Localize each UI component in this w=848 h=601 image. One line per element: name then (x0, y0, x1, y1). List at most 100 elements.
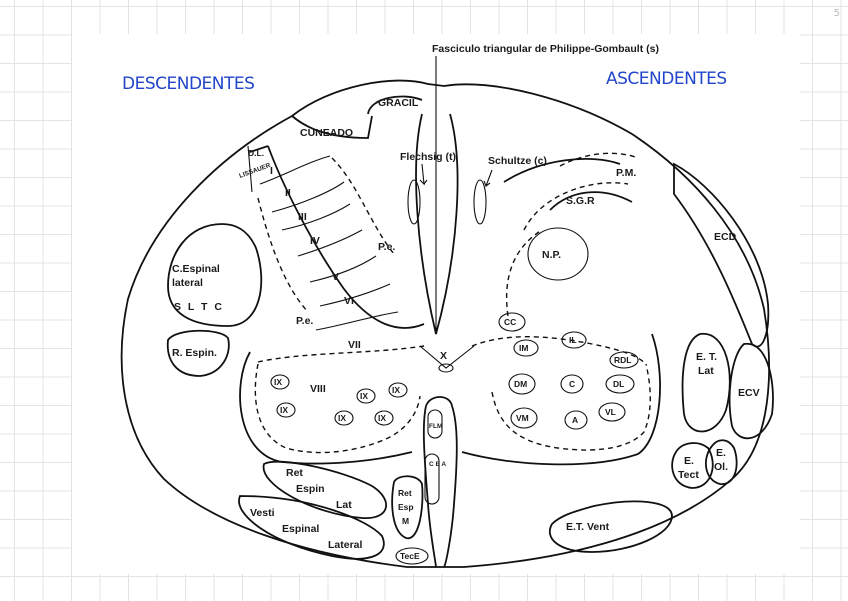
lamina-ii-label: II (285, 187, 291, 199)
et-lat-label-2: Lat (698, 365, 714, 377)
ret-esp-m-label-2: Esp (398, 502, 414, 512)
ix-nucleus-5 (334, 410, 354, 426)
flm-label: FLM (429, 423, 442, 430)
left-ventral-grey (239, 351, 413, 465)
vm-nucleus (510, 407, 538, 429)
c-label: C (569, 379, 575, 389)
cc-label: CC (504, 317, 516, 327)
ix-label-5: IX (338, 413, 346, 423)
lamina-iv-line (297, 229, 363, 257)
ventral-fissure-right (443, 405, 458, 568)
ascendentes-annotation: ASCENDENTES (606, 69, 727, 89)
vesti-label-3: Lateral (328, 539, 363, 551)
lissauer-label: LISSAUER (238, 162, 272, 180)
il-label: IL (569, 335, 577, 345)
right-dorsal-horn (503, 157, 621, 183)
pe-label-left: P.e. (296, 315, 313, 327)
ix-nucleus-3 (356, 388, 376, 404)
vl-label: VL (605, 407, 616, 417)
right-np-outer (505, 229, 543, 317)
ret-esp-m-label-1: Ret (398, 488, 412, 498)
ix-nucleus-2 (276, 402, 296, 418)
left-dorsal-horn (267, 145, 425, 329)
sgr-outer-boundary (523, 182, 629, 231)
ret-espin-lat-label-2: Espin (296, 483, 325, 495)
descendentes-annotation: DESCENDENTES (122, 74, 254, 94)
a-nucleus (564, 410, 588, 430)
e-tect-label-1: E. (684, 455, 694, 467)
sgr-label: S.G.R (566, 195, 595, 207)
a-label: A (572, 415, 578, 425)
posterior-median-septum (415, 113, 459, 335)
im-label: IM (519, 343, 528, 353)
pe-label-right: P.e. (378, 241, 395, 253)
et-vent-label: E.T. Vent (566, 521, 610, 533)
tece-tract (395, 547, 429, 565)
np-label: N.P. (542, 249, 561, 261)
gracil-label: GRACIL (378, 97, 419, 109)
lissauer-boundary (247, 145, 253, 193)
lamina-v-label: V (332, 271, 339, 283)
ret-espin-lat-label-3: Lat (336, 499, 352, 511)
lamina-vii-label: VII (348, 339, 361, 351)
left-lateral-pe-boundary (257, 197, 309, 313)
schultze-label: Schultze (c) (488, 155, 547, 167)
im-nucleus (513, 339, 539, 357)
diagram-title: Fasciculo triangular de Philippe-Gombaul… (432, 43, 659, 55)
r-espin-tract (166, 329, 230, 377)
lamina-vi-label: VI (344, 295, 354, 307)
spinal-cord-diagram: DESCENDENTES ASCENDENTES Fasciculo trian… (72, 34, 800, 574)
et-lat-tract (681, 333, 731, 433)
ix-label-6: IX (378, 413, 386, 423)
dm-nucleus (508, 373, 536, 395)
vesti-espinal-lateral-tract (238, 495, 385, 560)
tece-label: TecE (400, 551, 420, 561)
lamina-x-label: X (440, 350, 447, 362)
r-espin-label: R. Espin. (172, 347, 217, 359)
dl-label: D.L. (248, 148, 264, 158)
vesti-label-1: Vesti (250, 507, 275, 519)
ix-label-2: IX (280, 405, 288, 415)
vesti-label-2: Espinal (282, 523, 319, 535)
c-espinal-label-1: C.Espinal (172, 263, 220, 275)
ret-espin-lat-label-1: Ret (286, 467, 303, 479)
lamina-ii-line (271, 181, 345, 213)
ret-esp-m-label-3: M (402, 516, 409, 526)
cuneado-boundary (291, 115, 373, 139)
pm-boundary (559, 152, 639, 167)
e-tect-label-2: Tect (678, 469, 699, 481)
dl-nucleus-label: DL (613, 379, 624, 389)
dm-label: DM (514, 379, 527, 389)
schultze-arrow (483, 169, 493, 188)
lamina-i-line (259, 155, 331, 185)
lamina-iii-label: III (298, 211, 307, 223)
ix-nucleus-4 (388, 382, 408, 398)
pm-label: P.M. (616, 167, 636, 179)
e-ol-tract (705, 439, 738, 485)
ret-espin-lat-tract (262, 460, 387, 519)
lamina-x-lines (419, 345, 475, 369)
lamina-vi-line (319, 283, 391, 307)
et-lat-label-1: E. T. (696, 351, 717, 363)
lamina-v-line (309, 255, 377, 283)
cc-nucleus (498, 312, 526, 332)
e-ol-label-1: E. (716, 447, 726, 459)
rdl-nucleus (609, 351, 639, 369)
ventral-median-fissure (422, 405, 437, 568)
lamina-vii-line (315, 311, 399, 331)
schultze-bundle (473, 179, 487, 225)
ecd-label: ECD (714, 231, 737, 243)
ret-esp-m-tract (391, 475, 424, 539)
cord-outline (120, 79, 770, 568)
ix-label-4: IX (392, 385, 400, 395)
gracil-boundary (367, 95, 423, 115)
lamina-i-label: I (270, 165, 273, 177)
fissure-top (425, 396, 453, 407)
et-vent-tract (549, 500, 673, 553)
ix-nucleus-6 (374, 410, 394, 426)
sgr-boundary (549, 191, 633, 211)
spinal-cord-svg: DESCENDENTES ASCENDENTES Fasciculo trian… (120, 43, 774, 568)
np-nucleus (527, 227, 589, 281)
left-ventral-top-dash (257, 345, 425, 363)
dl-nucleus (605, 374, 635, 394)
